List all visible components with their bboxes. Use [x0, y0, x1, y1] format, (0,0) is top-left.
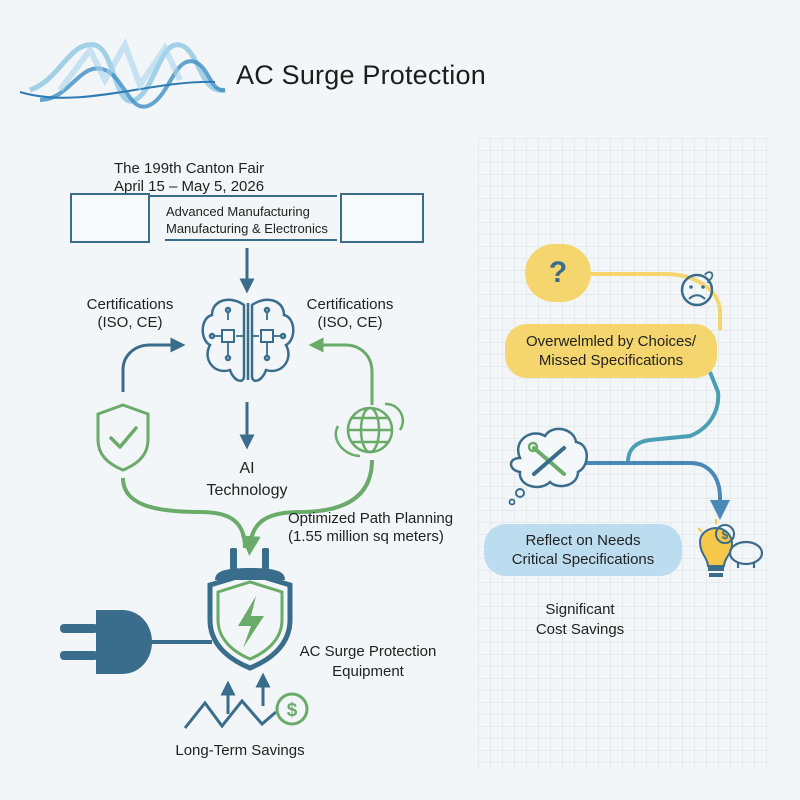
- cost-line1: Significant: [545, 601, 615, 618]
- right-certifications-label: Certifications (ISO, CE): [290, 296, 410, 332]
- overwhelmed-line2: Missed Specifications: [538, 352, 684, 369]
- question-mark: ?: [548, 256, 568, 289]
- equipment-label: AC Surge Protection Equipment: [283, 642, 453, 682]
- left-cert-line2: (ISO, CE): [97, 314, 163, 331]
- globe-icon: [334, 402, 405, 458]
- svg-text:$: $: [287, 700, 298, 721]
- reflect-pill: Reflect on Needs Critical Specifications: [484, 524, 682, 576]
- calendar-box: [70, 193, 150, 243]
- lightbulb-icon: [697, 519, 734, 577]
- search-box: [340, 193, 424, 243]
- fair-name: The 199th Canton Fair: [114, 160, 265, 177]
- arrow-right-loop: [308, 337, 374, 405]
- shield-check-icon: [96, 403, 150, 472]
- equipment-line1: AC Surge Protection: [299, 643, 437, 660]
- question-icon: ?: [525, 244, 591, 302]
- fair-dates: April 15 – May 5, 2026: [114, 178, 265, 195]
- left-certifications-label: Certifications (ISO, CE): [70, 296, 190, 332]
- cost-savings-label: Significant Cost Savings: [510, 600, 650, 640]
- long-term-savings-label: Long-Term Savings: [175, 742, 305, 759]
- brain-chip-icon: [201, 298, 295, 383]
- arrow-left-loop: [121, 337, 186, 392]
- fair-category-line2: Manufacturing & Electronics: [166, 221, 328, 236]
- ai-line2: Technology: [206, 482, 288, 499]
- reflect-line2: Critical Specifications: [511, 551, 655, 568]
- fair-header: The 199th Canton Fair April 15 – May 5, …: [114, 160, 354, 196]
- right-cert-line2: (ISO, CE): [317, 314, 383, 331]
- cost-line2: Cost Savings: [535, 621, 625, 638]
- growth-dollar-icon: $: [183, 672, 309, 729]
- path-planning-line1: Optimized Path Planning: [288, 510, 454, 527]
- shield-bolt-icon: [207, 548, 293, 671]
- arrow-tools-to-reflect: [585, 461, 730, 520]
- path-planning-label: Optimized Path Planning (1.55 million sq…: [288, 510, 478, 546]
- wave-logo-icon: [19, 37, 226, 109]
- left-cert-line1: Certifications: [86, 296, 174, 313]
- arrow-right-converge: [240, 459, 374, 556]
- right-cert-line1: Certifications: [306, 296, 394, 313]
- arrow-left-converge: [121, 477, 247, 549]
- equipment-line2: Equipment: [332, 663, 404, 680]
- path-planning-line2: (1.55 million sq meters): [288, 528, 444, 545]
- worried-face-icon: [680, 271, 714, 307]
- path-question-to-overwhelmed: [590, 272, 722, 330]
- ai-technology-label: AI Technology: [190, 458, 304, 502]
- overwhelmed-line1: Overwelmled by Choices/: [525, 333, 697, 350]
- tools-bubble-icon: [508, 427, 588, 506]
- fair-category-line1: Advanced Manufacturing: [166, 204, 310, 219]
- overwhelmed-pill: Overwelmled by Choices/ Missed Specifica…: [505, 324, 717, 378]
- fair-category: Advanced Manufacturing Manufacturing & E…: [166, 203, 342, 237]
- svg-text:$: $: [722, 528, 729, 542]
- plug-icon: [60, 610, 212, 674]
- reflect-line1: Reflect on Needs: [525, 532, 641, 549]
- piggy-bank-icon: $: [715, 524, 764, 568]
- ai-line1: AI: [239, 460, 255, 477]
- path-overwhelmed-down: [626, 371, 721, 463]
- page-title: AC Surge Protection: [236, 60, 486, 90]
